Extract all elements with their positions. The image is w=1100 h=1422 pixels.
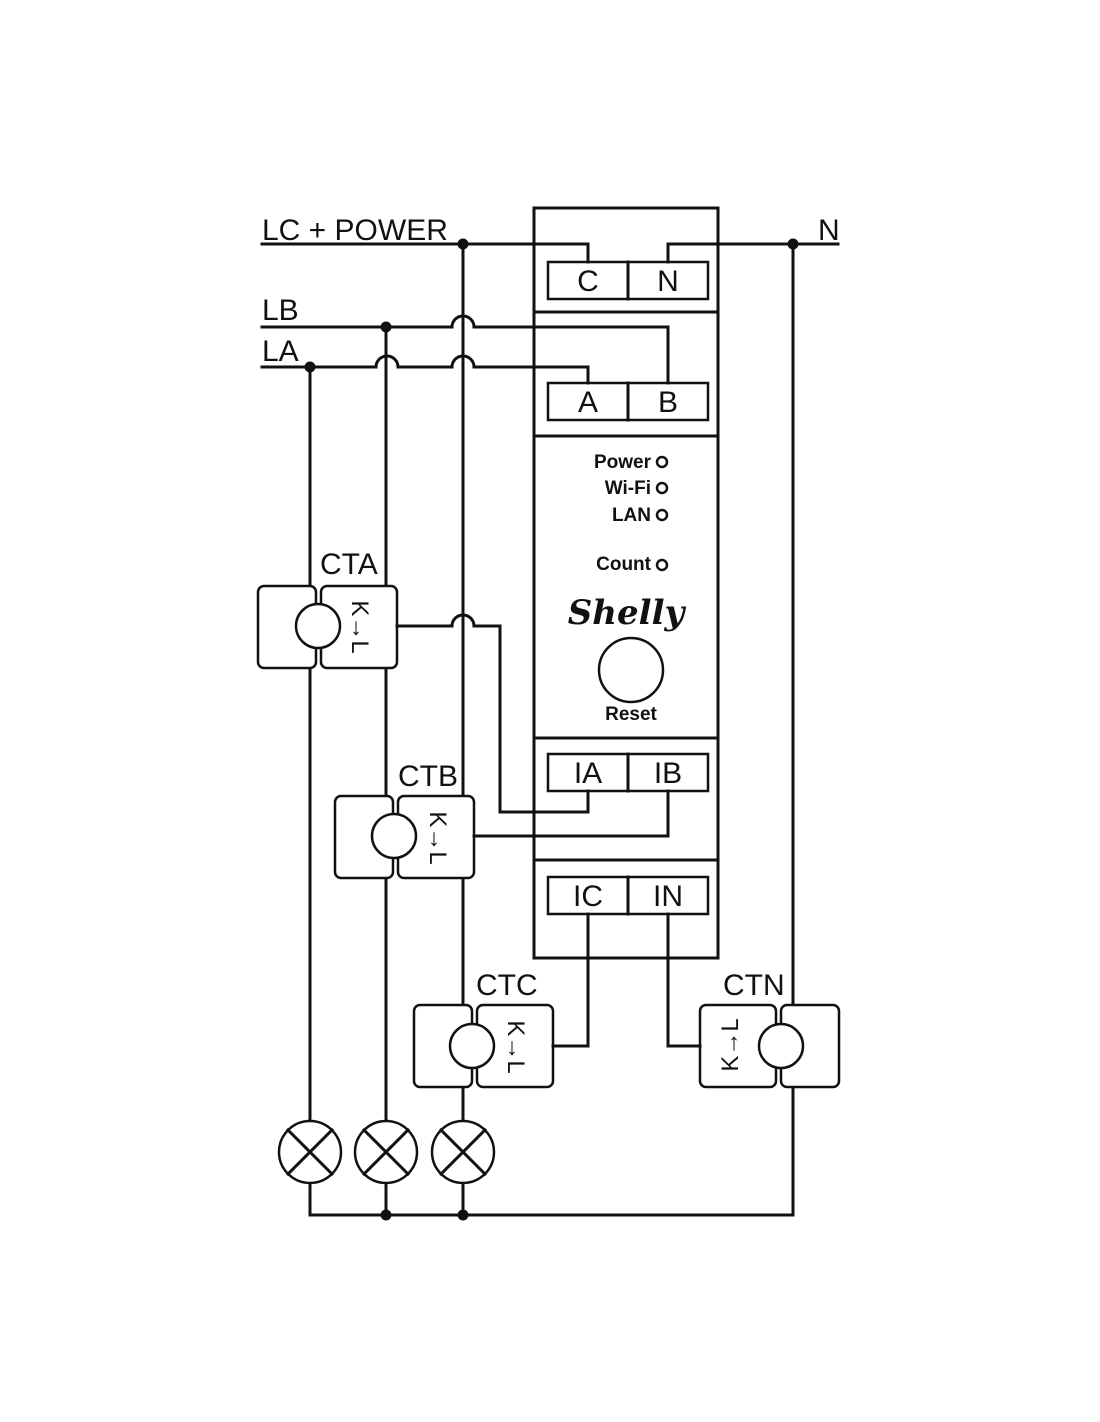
shelly-logo: Shelly bbox=[568, 593, 687, 633]
ctb-orientation: K→L bbox=[424, 811, 451, 864]
count-led-icon bbox=[655, 558, 669, 572]
shelly-device bbox=[532, 206, 720, 960]
cta-orientation: K→L bbox=[346, 600, 373, 653]
ct-b: CTB K→L bbox=[333, 760, 476, 880]
wifi-led-label: Wi-Fi bbox=[605, 478, 651, 499]
lan-led-icon bbox=[655, 508, 669, 522]
terminal-ib-label: IB bbox=[654, 757, 682, 790]
terminal-a-label: A bbox=[578, 386, 598, 419]
ctc-orientation: K→L bbox=[502, 1020, 529, 1073]
terminal-n-label: N bbox=[657, 265, 679, 298]
ctn-label: CTN bbox=[723, 969, 785, 1002]
lamp-c-icon bbox=[430, 1119, 496, 1185]
ct-n: CTN K→L bbox=[698, 969, 841, 1089]
terminal-block-icin: IC IN bbox=[546, 875, 710, 916]
ctc-lead bbox=[551, 912, 590, 1048]
lamp-a-icon bbox=[277, 1119, 343, 1185]
ctb-label: CTB bbox=[398, 760, 458, 793]
lb-label: LB bbox=[262, 294, 299, 327]
ct-a: CTA K→L bbox=[256, 548, 399, 670]
ctc-label: CTC bbox=[476, 969, 538, 1002]
terminal-block-cn: C N bbox=[546, 260, 710, 301]
cta-label: CTA bbox=[320, 548, 378, 581]
terminal-in-label: IN bbox=[653, 880, 683, 913]
lamp-b-icon bbox=[353, 1119, 419, 1185]
terminal-ic-label: IC bbox=[573, 880, 603, 913]
terminal-block-iaib: IA IB bbox=[546, 752, 710, 793]
la-label: LA bbox=[262, 335, 299, 368]
terminal-b-label: B bbox=[658, 386, 678, 419]
cta-lead bbox=[395, 613, 590, 814]
wire-to-n bbox=[666, 242, 720, 264]
reset-button[interactable] bbox=[597, 636, 665, 704]
reset-label: Reset bbox=[605, 704, 657, 725]
wire-to-b bbox=[532, 325, 670, 385]
ctn-lead bbox=[666, 912, 702, 1048]
lc-power-label: LC + POWER bbox=[262, 214, 448, 247]
wifi-led-icon bbox=[655, 481, 669, 495]
ct-c: CTC K→L bbox=[412, 969, 555, 1089]
power-led-icon bbox=[655, 455, 669, 469]
ctn-orientation: K→L bbox=[717, 1018, 744, 1071]
terminal-block-ab: A B bbox=[546, 381, 710, 422]
terminal-c-label: C bbox=[577, 265, 599, 298]
lan-led-label: LAN bbox=[612, 505, 651, 526]
terminal-ia-label: IA bbox=[574, 757, 602, 790]
ctb-lead bbox=[472, 789, 670, 838]
neutral-label: N bbox=[818, 214, 840, 247]
wire-to-a bbox=[532, 365, 590, 385]
wire-to-c bbox=[532, 242, 590, 264]
count-led-label: Count bbox=[596, 554, 652, 575]
indicator-panel: Power Wi-Fi LAN Count bbox=[594, 452, 669, 575]
power-led-label: Power bbox=[594, 452, 652, 473]
